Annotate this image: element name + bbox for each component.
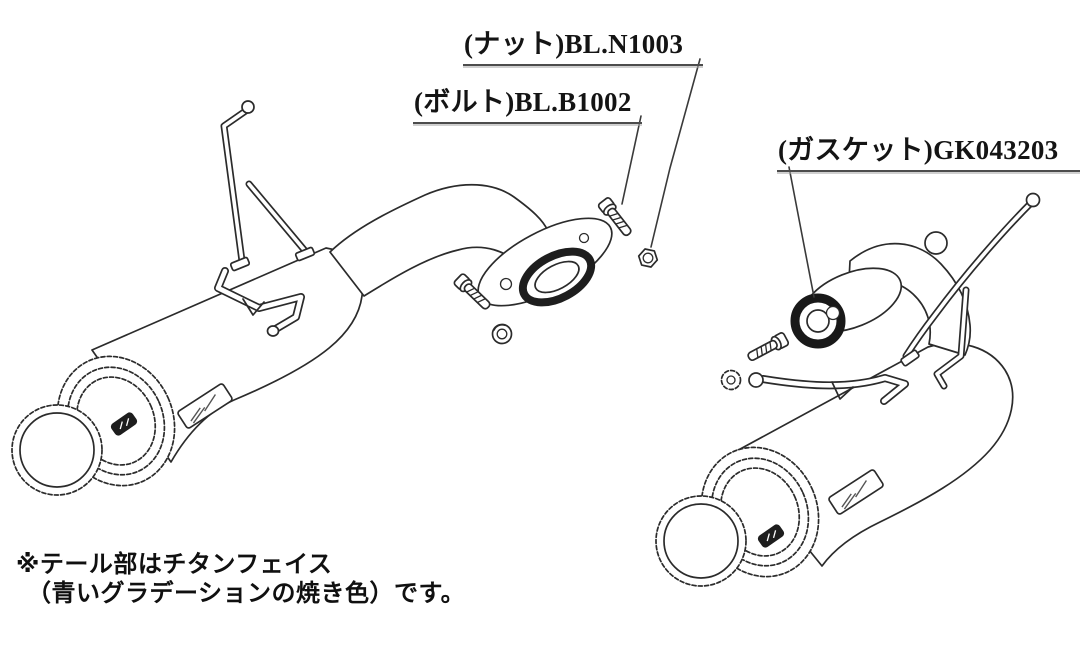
right-flange-hole: [825, 305, 841, 321]
bolt-leader-line: [621, 115, 642, 205]
gasket-leader-line: [788, 166, 815, 298]
nut-leader-line: [650, 58, 701, 248]
right-hanger-brackets: [720, 286, 970, 405]
left-zigzag-rod: [214, 267, 305, 337]
nut-upper: [636, 247, 660, 269]
note-line-1: ※テール部はチタンフェイス: [16, 550, 333, 578]
left-flange: [477, 217, 613, 307]
note-titanium-tail: ※テール部はチタンフェイス （青いグラデーションの焼き色）です。: [16, 550, 465, 608]
pipe-knob: [924, 231, 948, 255]
right-muffler-assembly: [655, 192, 1041, 597]
note-line-2: （青いグラデーションの焼き色）です。: [27, 579, 466, 607]
leader-lines: [621, 58, 815, 298]
right-bolt: [744, 330, 791, 365]
left-inlet-pipe: [329, 183, 549, 297]
rod-tip-ball: [241, 100, 255, 114]
label-nut-part-number: (ナット)BL.N1003: [463, 22, 703, 66]
label-bolt-part-number: (ボルト)BL.B1002: [413, 80, 642, 124]
left-flange-ring: [518, 247, 596, 307]
right-flange: [790, 267, 903, 349]
left-flange-hole-2: [578, 232, 590, 244]
left-muffler-assembly: [11, 100, 660, 506]
left-flange-hole: [499, 277, 513, 291]
label-gasket-part-number: (ガスケット)GK043203: [777, 128, 1080, 172]
nut-lower: [491, 323, 513, 345]
right-long-rod: [899, 192, 1041, 368]
gasket-ring: [790, 293, 846, 349]
left-hanger-rods: [220, 100, 316, 272]
